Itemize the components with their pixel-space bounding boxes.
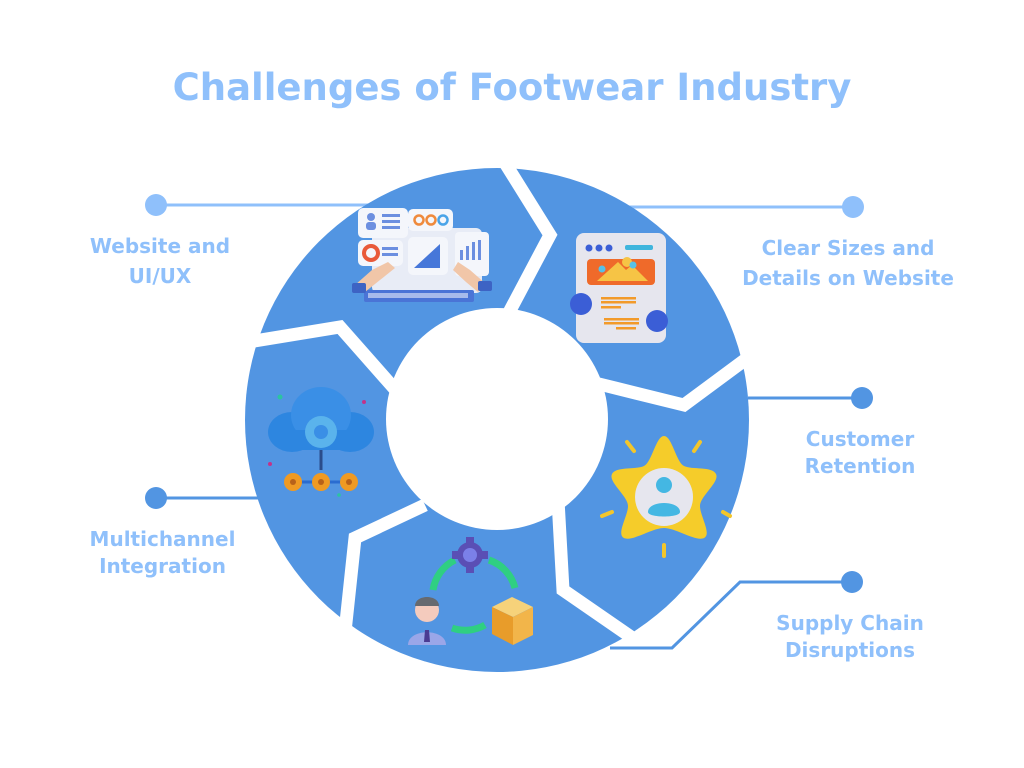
connector-supply-chain: [610, 571, 863, 650]
label-line: Website and: [89, 234, 231, 258]
cloud-gears-icon: [268, 387, 374, 497]
label-clear-sizes: Clear Sizes and Details on Website: [718, 233, 978, 293]
label-supply-chain: Supply Chain Disruptions: [740, 610, 960, 664]
star-user-icon: [600, 436, 732, 558]
connector-dot: [841, 571, 863, 593]
label-line: Multichannel: [89, 527, 236, 551]
connector-dot: [145, 487, 167, 509]
label-line: Supply Chain: [776, 611, 924, 635]
person-icon: [408, 597, 446, 645]
label-line: Retention: [804, 454, 916, 478]
label-multichannel: Multichannel Integration: [55, 526, 270, 580]
label-website-uiux: Website and UI/UX: [60, 231, 260, 291]
computer-dashboard-icon: [352, 208, 492, 302]
label-line: Clear Sizes and: [761, 236, 935, 260]
web-page-layout-icon: [570, 233, 668, 343]
box-icon: [492, 597, 533, 645]
connector-multichannel: [145, 487, 258, 509]
label-line: UI/UX: [128, 264, 192, 288]
label-line: Customer: [805, 427, 915, 451]
label-line: Disruptions: [784, 638, 916, 662]
supply-cycle-icon: [408, 537, 533, 645]
label-line: Integration: [99, 554, 226, 578]
label-line: Details on Website: [742, 266, 954, 290]
connector-dot: [851, 387, 873, 409]
connector-customer-retention: [748, 387, 873, 409]
label-customer-retention: Customer Retention: [770, 426, 950, 480]
